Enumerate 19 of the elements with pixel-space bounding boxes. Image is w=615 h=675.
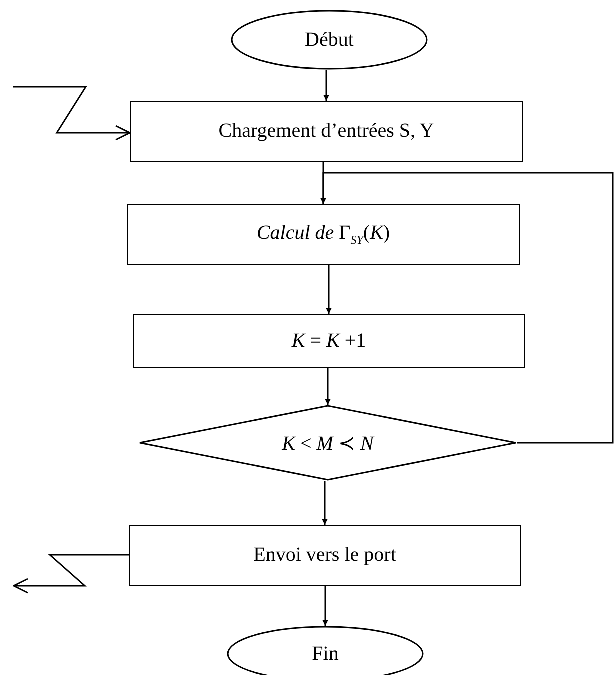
arrow: [13, 86, 131, 141]
process-box: [127, 204, 520, 265]
arrow: [13, 554, 129, 594]
process-box: [130, 101, 523, 162]
node-label: Début: [305, 28, 354, 52]
node-label: Fin: [312, 642, 339, 666]
arrow: [325, 368, 331, 405]
node-label: K = K +1: [292, 330, 366, 352]
arrow: [326, 265, 332, 314]
arrow: [322, 481, 328, 525]
condition-text: K < M ≺ N: [282, 432, 374, 456]
arrow: [324, 70, 330, 101]
arrow: [322, 586, 328, 626]
process-box: [129, 525, 521, 586]
process-box: [133, 314, 525, 368]
node-label: Chargement d’entrées S, Y: [218, 120, 434, 143]
arrow: [320, 172, 614, 444]
node-label: Calcul de Γ$_{SY}$(K): [256, 222, 390, 248]
node-label: Envoi vers le port: [254, 544, 396, 567]
